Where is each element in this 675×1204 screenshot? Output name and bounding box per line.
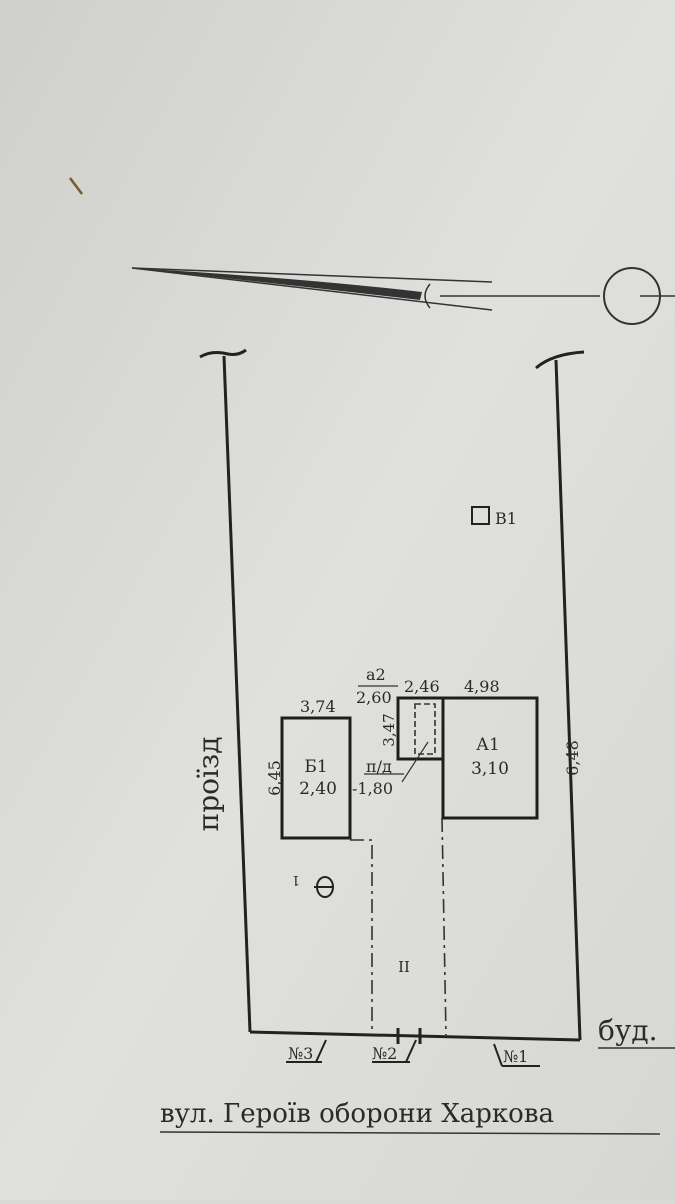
gate-markers	[286, 1028, 540, 1067]
toilet-index: 1	[292, 872, 300, 887]
b1-side-dimension: 6,45	[265, 760, 284, 796]
inner-dashdot-lines	[350, 817, 447, 1037]
side-passage-label: проїзд	[192, 737, 225, 832]
cellar-outline	[414, 703, 436, 755]
a2-top-dimension: 2,46	[404, 677, 440, 696]
b1-name: Б1	[304, 757, 327, 777]
building-b1	[280, 716, 352, 840]
well-icon	[471, 506, 490, 525]
cellar-label: п/д	[366, 757, 392, 776]
a1-side-dimension: 6,48	[563, 740, 582, 776]
a2-height: 2,60	[356, 688, 392, 707]
street-name: вул. Героїв оборони Харкова	[160, 1099, 554, 1129]
a1-name: А1	[476, 735, 500, 755]
cellar-leader	[401, 741, 429, 783]
gate-label-2: №2	[372, 1044, 397, 1063]
a1-top-dimension: 4,98	[464, 677, 500, 696]
plot-boundary	[199, 348, 585, 1042]
a2-side-dimension: 3,47	[380, 713, 398, 746]
pencil-mark	[69, 177, 83, 195]
fence-mark: II	[398, 958, 410, 976]
b1-height: 2,40	[299, 779, 337, 799]
street-underline	[159, 1131, 661, 1135]
a1-height: 3,10	[471, 759, 509, 779]
gate-label-3: №3	[288, 1044, 313, 1063]
gate-label-1: №1	[503, 1047, 528, 1066]
north-arrow-icon	[131, 267, 675, 325]
cellar-depth: -1,80	[352, 779, 393, 798]
b1-top-dimension: 3,74	[300, 697, 336, 716]
toilet-icon	[314, 876, 334, 898]
well-label: В1	[495, 509, 517, 528]
neighbor-building-label: буд.	[598, 1014, 657, 1047]
a2-name: а2	[366, 665, 386, 684]
annex-a2	[396, 696, 445, 761]
